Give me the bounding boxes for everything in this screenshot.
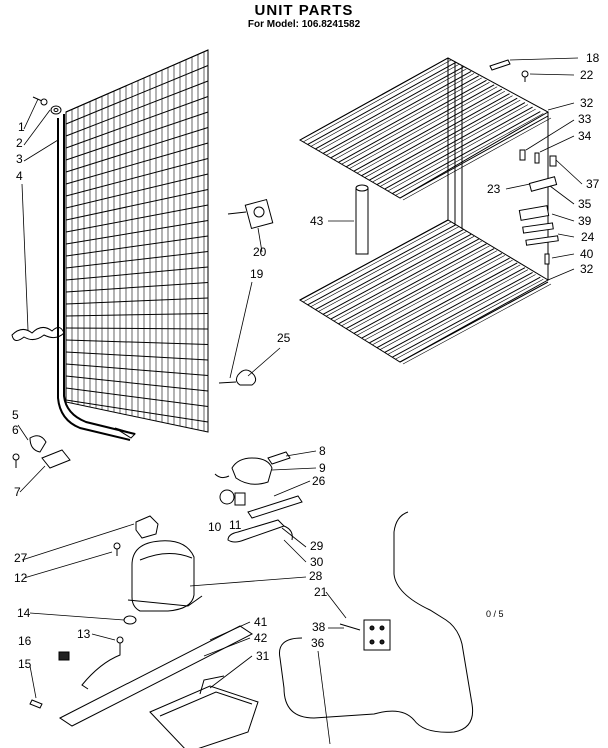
callout-c7: 7 [14, 485, 21, 499]
callout-c39: 39 [578, 214, 592, 228]
evaporator-clip-screw [521, 70, 529, 82]
left-tube-fittings [12, 435, 71, 469]
callout-c32b: 32 [580, 262, 594, 276]
callout-c8: 8 [319, 444, 326, 458]
callout-c24: 24 [581, 230, 595, 244]
bracket-clip [218, 369, 257, 386]
relay-housing [214, 451, 291, 485]
callout-c6: 6 [12, 423, 19, 437]
callout-c41: 41 [254, 615, 268, 629]
page-title: UNIT PARTS [254, 2, 354, 19]
note-text: 0 / 5 [486, 609, 504, 619]
compressor [127, 540, 203, 612]
callout-c20: 20 [253, 245, 267, 259]
callout-c2: 2 [16, 136, 23, 150]
callout-c28: 28 [309, 569, 323, 583]
evaporator-frame [447, 58, 549, 280]
callout-c11: 11 [229, 518, 242, 532]
terminal-block [339, 619, 391, 651]
callout-c13: 13 [77, 627, 91, 641]
cord-clip [58, 651, 70, 661]
accumulator-tube [355, 184, 369, 255]
model-number: For Model: 106.8241582 [247, 19, 361, 30]
evaporator-coil-upper [298, 57, 552, 201]
drier-assembly [227, 495, 303, 543]
callout-c12: 12 [14, 571, 28, 585]
callout-c23: 23 [487, 182, 501, 196]
discharge-tubing [278, 511, 474, 733]
evaporator-pads [518, 176, 559, 265]
callout-c42: 42 [254, 631, 268, 645]
evaporator-screw [489, 59, 511, 71]
grommet [50, 105, 62, 115]
callout-c29: 29 [310, 539, 324, 553]
callout-c27: 27 [14, 551, 28, 565]
callout-c9: 9 [319, 461, 326, 475]
machine-compartment-base [59, 625, 259, 748]
callout-c31: 31 [256, 649, 270, 663]
callout-c30: 30 [310, 555, 324, 569]
callout-c34: 34 [578, 129, 592, 143]
callout-c33: 33 [578, 112, 592, 126]
condenser-tube-bundle [11, 327, 65, 341]
mounting-grommet [113, 542, 137, 625]
callout-c4: 4 [16, 169, 23, 183]
callout-c18: 18 [586, 51, 600, 65]
callout-c32a: 32 [580, 96, 594, 110]
condenser-coil [57, 49, 209, 441]
ground-wire [81, 636, 124, 690]
callout-c40: 40 [580, 247, 594, 261]
callout-c38: 38 [312, 620, 326, 634]
overload-protector [219, 489, 246, 506]
evaporator-coil-lower [299, 219, 552, 365]
callout-c14: 14 [17, 606, 31, 620]
callout-c35: 35 [578, 197, 592, 211]
mounting-screw [32, 96, 48, 106]
callout-c21: 21 [314, 585, 328, 599]
callout-c19: 19 [250, 267, 264, 281]
compressor-bracket [135, 515, 159, 539]
callout-c16: 16 [18, 634, 32, 648]
condenser-bracket [227, 198, 274, 230]
callout-c15: 15 [18, 657, 32, 671]
callout-c3: 3 [16, 152, 23, 166]
callout-c10: 10 [208, 520, 222, 534]
callout-c22: 22 [580, 68, 594, 82]
callout-c25: 25 [277, 331, 291, 345]
callout-c37: 37 [586, 177, 600, 191]
callout-c26: 26 [312, 474, 326, 488]
callout-c36: 36 [311, 636, 325, 650]
callout-c5: 5 [12, 408, 19, 422]
callout-c1: 1 [18, 120, 25, 134]
base-screw [29, 699, 43, 709]
coil-clips [519, 149, 557, 167]
leader-lines [17, 57, 583, 745]
callout-c43: 43 [310, 214, 324, 228]
